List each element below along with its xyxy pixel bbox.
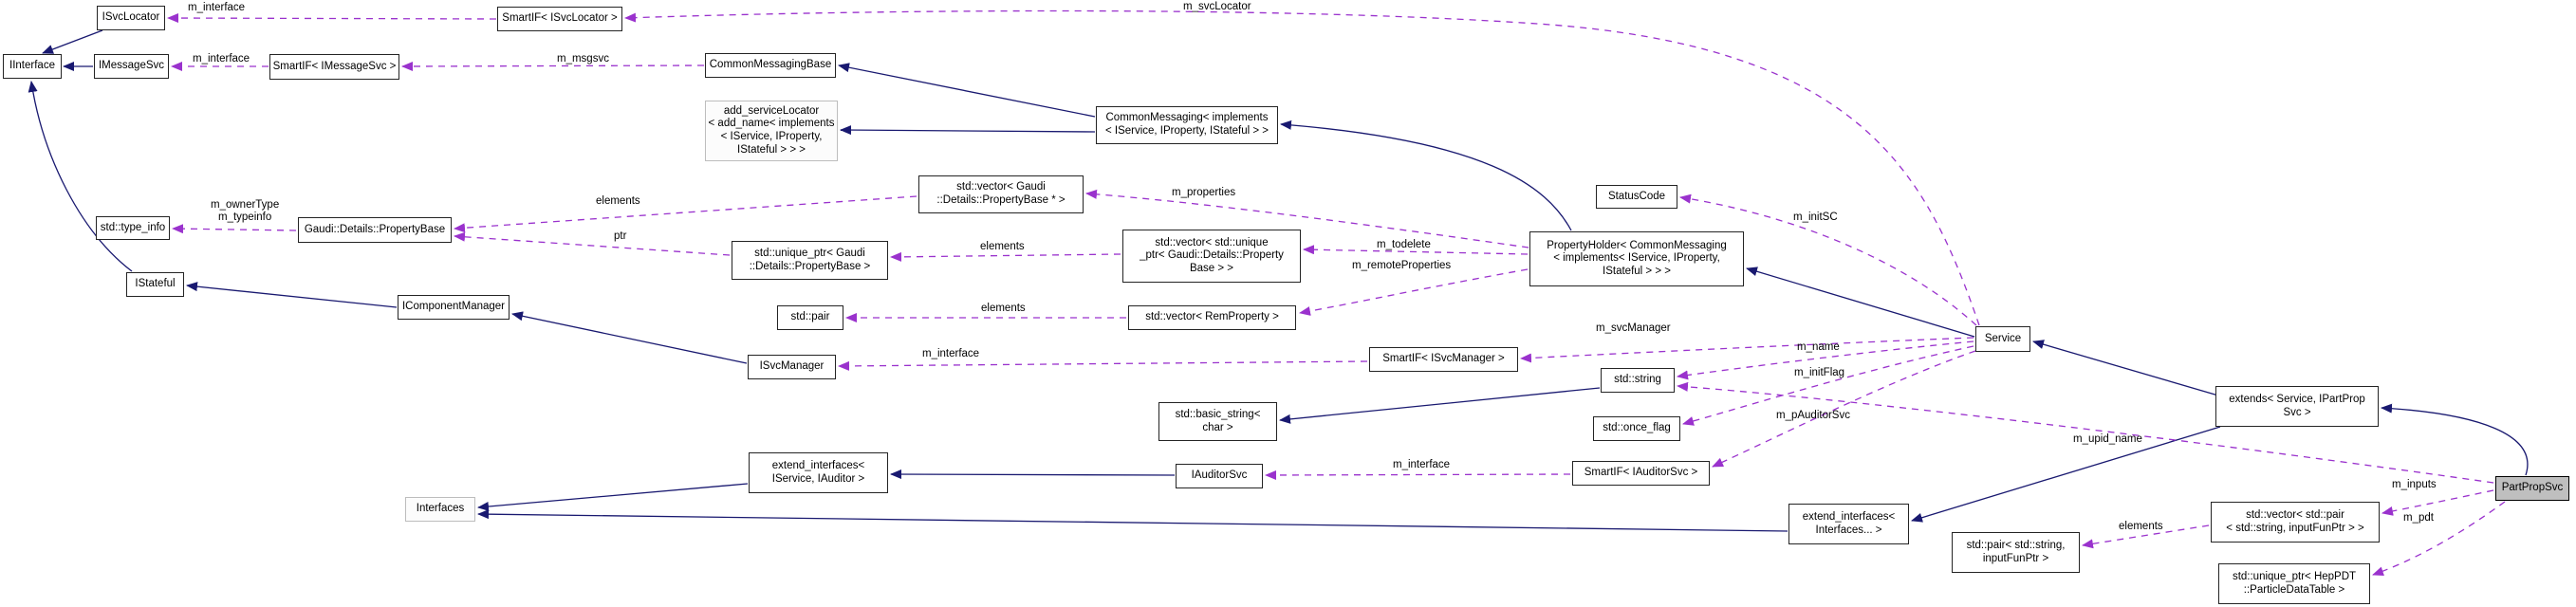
edge-label: m_interface — [188, 2, 246, 13]
inheritance-edge-partpropsvc-to-extends-service-ipartpropsvc — [2381, 403, 2529, 476]
edge-label: m_remoteProperties — [1352, 260, 1452, 271]
node-once-flag[interactable]: std::once_flag — [1593, 416, 1680, 441]
edge-label: m_inputs — [2392, 479, 2437, 490]
inheritance-edge-service-to-propertyholder — [1746, 267, 1975, 338]
node-uniq-pb[interactable]: std::unique_ptr< Gaudi::Details::Propert… — [732, 241, 888, 280]
inheritance-edge-extends-service-ipartpropsvc-to-service — [2032, 340, 2219, 396]
node-icomponentmanager[interactable]: IComponentManager — [398, 295, 510, 320]
node-isvcmanager[interactable]: ISvcManager — [748, 355, 836, 379]
edge-label: m_interface — [1393, 459, 1451, 470]
usage-edge-propertyholder-to-vec-uniq — [1303, 245, 1529, 255]
node-imessagesvc[interactable]: IMessageSvc — [94, 54, 169, 79]
node-std-string[interactable]: std::string — [1601, 368, 1675, 393]
node-vec-rem[interactable]: std::vector< RemProperty > — [1128, 305, 1296, 330]
node-statuscode[interactable]: StatusCode — [1596, 185, 1677, 209]
usage-edge-service-to-smartif-isvcmanager — [1520, 337, 1974, 363]
node-vec-uniq[interactable]: std::vector< std::unique_ptr< Gaudi::Det… — [1122, 230, 1301, 283]
usage-edge-service-to-smartif-isvclocator — [624, 9, 1980, 326]
node-isvclocator[interactable]: ISvcLocator — [97, 6, 165, 30]
node-interfaces: Interfaces — [405, 497, 475, 522]
usage-edge-uniq-pb-to-propertybase — [454, 231, 731, 256]
node-service[interactable]: Service — [1975, 326, 2030, 352]
usage-edge-propertybase-to-typeinfo — [172, 224, 297, 234]
edge-label: m_ownerType m_typeinfo — [211, 199, 280, 224]
usage-edge-vec-pb-ptr-to-propertybase — [454, 195, 917, 233]
node-vec-pb-ptr[interactable]: std::vector< Gaudi::Details::PropertyBas… — [918, 175, 1084, 213]
usage-edge-service-to-std-string — [1677, 340, 1974, 380]
edge-label: m_initSC — [1793, 212, 1838, 223]
node-smartif-imessagesvc[interactable]: SmartIF< IMessageSvc > — [269, 54, 399, 80]
inheritance-edge-extif-interfaces-to-interfaces — [477, 509, 1788, 532]
edge-label: m_upid_name — [2073, 433, 2142, 445]
edge-label: m_interface — [193, 53, 250, 64]
node-smartif-isvclocator[interactable]: SmartIF< ISvcLocator > — [497, 7, 622, 31]
edge-label: elements — [981, 303, 1026, 314]
usage-edge-vec-uniq-to-uniq-pb — [890, 251, 1121, 262]
edge-label: m_msgsvc — [557, 53, 609, 64]
node-propertybase[interactable]: Gaudi::Details::PropertyBase — [298, 217, 452, 243]
node-basic-string[interactable]: std::basic_string<char > — [1158, 402, 1277, 441]
inheritance-edge-commonmessaging-to-add-servicelocator — [840, 125, 1096, 136]
node-extif-service-iauditor[interactable]: extend_interfaces<IService, IAuditor > — [749, 452, 888, 493]
usage-edge-partpropsvc-to-vec-pairs — [2381, 489, 2494, 516]
node-smartif-isvcmanager[interactable]: SmartIF< ISvcManager > — [1369, 347, 1518, 372]
edge-label: m_interface — [922, 348, 980, 359]
node-iauditorsvc[interactable]: IAuditorSvc — [1176, 464, 1263, 488]
edge-label: m_initFlag — [1794, 367, 1845, 378]
node-add-servicelocator: add_serviceLocator< add_name< implements… — [705, 101, 838, 161]
edge-label: ptr — [614, 230, 627, 242]
node-istateful[interactable]: IStateful — [126, 272, 184, 297]
node-std-pair[interactable]: std::pair — [777, 305, 843, 330]
node-commonmessaging[interactable]: CommonMessaging< implements< IService, I… — [1096, 106, 1278, 144]
node-typeinfo[interactable]: std::type_info — [96, 216, 170, 240]
inheritance-edge-isvcmanager-to-icomponentmanager — [511, 311, 748, 364]
node-iinterface[interactable]: IInterface — [3, 54, 62, 79]
usage-edge-commonmessagingbase-to-smartif-imessagesvc — [401, 61, 705, 71]
inheritance-edge-std-string-to-basic-string — [1279, 387, 1601, 424]
node-pair-string-funptr[interactable]: std::pair< std::string,inputFunPtr > — [1952, 532, 2080, 573]
inheritance-edge-commonmessaging-to-commonmessagingbase — [838, 63, 1096, 118]
usage-edge-propertyholder-to-vec-rem — [1299, 268, 1529, 316]
usage-edge-vec-pairs-to-pair-string-funptr — [2082, 524, 2210, 549]
node-commonmessagingbase[interactable]: CommonMessagingBase — [705, 53, 836, 78]
edge-label: elements — [596, 195, 640, 207]
node-extif-interfaces[interactable]: extend_interfaces<Interfaces... > — [1788, 504, 1909, 544]
usage-edge-partpropsvc-to-std-string — [1677, 381, 2494, 484]
node-uniq-pdt[interactable]: std::unique_ptr< HepPDT::ParticleDataTab… — [2218, 563, 2370, 604]
usage-edge-partpropsvc-to-uniq-pdt — [2372, 501, 2506, 577]
edge-label: m_svcManager — [1596, 322, 1671, 334]
usage-edge-propertyholder-to-vec-pb-ptr — [1085, 189, 1529, 248]
edge-label: m_properties — [1172, 187, 1236, 198]
inheritance-edge-extif-service-iauditor-to-interfaces — [477, 483, 749, 512]
edge-label: m_pAuditorSvc — [1776, 410, 1850, 421]
edge-label: elements — [2119, 521, 2163, 532]
inheritance-edge-extends-service-ipartpropsvc-to-extif-interfaces — [1911, 426, 2221, 523]
inheritance-edge-propertyholder-to-commonmessaging — [1280, 120, 1572, 231]
edge-label: m_svcLocator — [1183, 1, 1251, 12]
usage-edge-smartif-isvclocator-to-isvclocator — [167, 13, 497, 24]
inheritance-edge-icomponentmanager-to-istateful — [186, 282, 398, 308]
edge-label: m_todelete — [1377, 239, 1431, 250]
inheritance-edge-isvclocator-to-iinterface — [42, 29, 103, 54]
node-vec-pairs[interactable]: std::vector< std::pair< std::string, inp… — [2211, 502, 2380, 543]
inheritance-edge-iauditorsvc-to-extif-service-iauditor — [890, 469, 1176, 480]
edge-label: elements — [980, 241, 1025, 252]
usage-edge-smartif-isvcmanager-to-isvcmanager — [838, 360, 1368, 371]
inheritance-edge-istateful-to-iinterface — [28, 81, 133, 272]
usage-edge-service-to-smartif-iauditorsvc — [1712, 350, 1976, 468]
edge-label: m_name — [1797, 341, 1840, 353]
usage-edge-service-to-statuscode — [1679, 193, 1977, 326]
node-partpropsvc: PartPropSvc — [2495, 476, 2569, 501]
usage-edge-smartif-iauditorsvc-to-iauditorsvc — [1265, 469, 1571, 480]
node-propertyholder[interactable]: PropertyHolder< CommonMessaging< impleme… — [1529, 231, 1744, 286]
edge-label: m_pdt — [2403, 512, 2434, 524]
node-smartif-iauditorsvc[interactable]: SmartIF< IAuditorSvc > — [1572, 461, 1710, 486]
usage-edge-service-to-once-flag — [1682, 345, 1974, 426]
